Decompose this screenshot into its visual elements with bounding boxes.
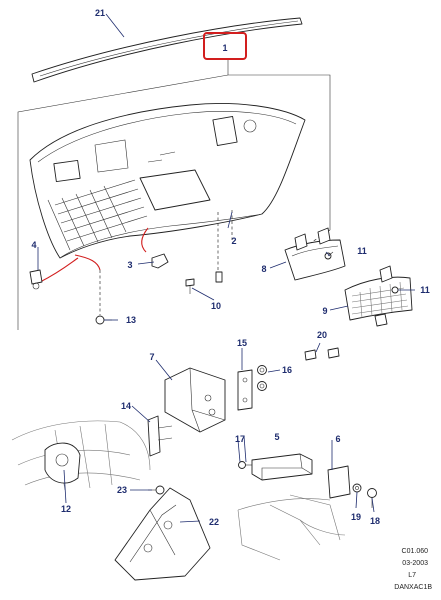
- chassis-sketch-right: [237, 494, 346, 561]
- footer-block: C01.060 03-2003 L7 DANXAC1B: [394, 548, 432, 591]
- part-5-rail-bracket: [251, 453, 313, 481]
- part-18-bolt: [367, 488, 377, 508]
- part-23-bolt: [148, 485, 165, 495]
- callout-7: 7: [149, 352, 154, 362]
- part-7-bracket: [164, 367, 226, 433]
- footer-code: L7: [408, 572, 416, 579]
- callout-12: 12: [61, 504, 71, 514]
- part-2-bumper-cover: [29, 103, 306, 259]
- red-guide-4: [39, 257, 79, 283]
- part-10-screw: [185, 271, 223, 294]
- red-guide-left: [74, 254, 101, 271]
- footer-date: 03-2003: [402, 560, 428, 567]
- part-8-cover: [284, 227, 346, 281]
- part-21-trim-strip: [31, 17, 303, 83]
- callout-1: 1: [222, 43, 227, 53]
- callout-labels: 1 2 3 4 5 6 7 8 9 10 11 11 12 13 14 15 1…: [31, 8, 429, 527]
- callout-6: 6: [335, 434, 340, 444]
- callout-23: 23: [117, 485, 127, 495]
- callout-3: 3: [127, 260, 132, 270]
- part-6-plate: [327, 465, 351, 499]
- callout-2: 2: [231, 236, 236, 246]
- red-guide-3: [141, 227, 149, 253]
- callout-20: 20: [317, 330, 327, 340]
- footer-id: DANXAC1B: [394, 584, 432, 591]
- part-19-washer: [352, 483, 362, 493]
- callout-13: 13: [126, 315, 136, 325]
- part-16-nuts: [257, 365, 267, 391]
- callout-14: 14: [121, 401, 131, 411]
- part-12-bracket: [44, 442, 81, 484]
- callout-18: 18: [370, 516, 380, 526]
- part-22-bracket: [114, 487, 211, 581]
- part-14-plate: [147, 415, 173, 457]
- callout-11-lower: 11: [420, 285, 430, 295]
- part-3-clip: [151, 253, 169, 269]
- leader-lines: [37, 13, 415, 523]
- part-20-clips: [304, 347, 340, 361]
- part-17-bolt: [238, 461, 252, 469]
- callout-17: 17: [235, 434, 245, 444]
- footer-ref: C01.060: [402, 548, 429, 555]
- callout-11-upper: 11: [357, 246, 367, 256]
- callout-16: 16: [282, 365, 292, 375]
- callout-8: 8: [261, 264, 266, 274]
- chassis-sketch-left: [11, 420, 151, 491]
- callout-15: 15: [237, 338, 247, 348]
- callout-9: 9: [322, 306, 327, 316]
- part-11-screw-lower: [391, 286, 399, 294]
- part-1-highlight-box: [203, 32, 247, 60]
- callout-10: 10: [211, 301, 221, 311]
- callout-19: 19: [351, 512, 361, 522]
- part-15-plate: [237, 369, 253, 411]
- callout-5: 5: [274, 432, 279, 442]
- callout-4: 4: [31, 240, 36, 250]
- callout-22: 22: [209, 517, 219, 527]
- part-4-clip: [29, 269, 43, 290]
- part-9-mesh-insert: [344, 265, 413, 327]
- callout-21: 21: [95, 8, 105, 18]
